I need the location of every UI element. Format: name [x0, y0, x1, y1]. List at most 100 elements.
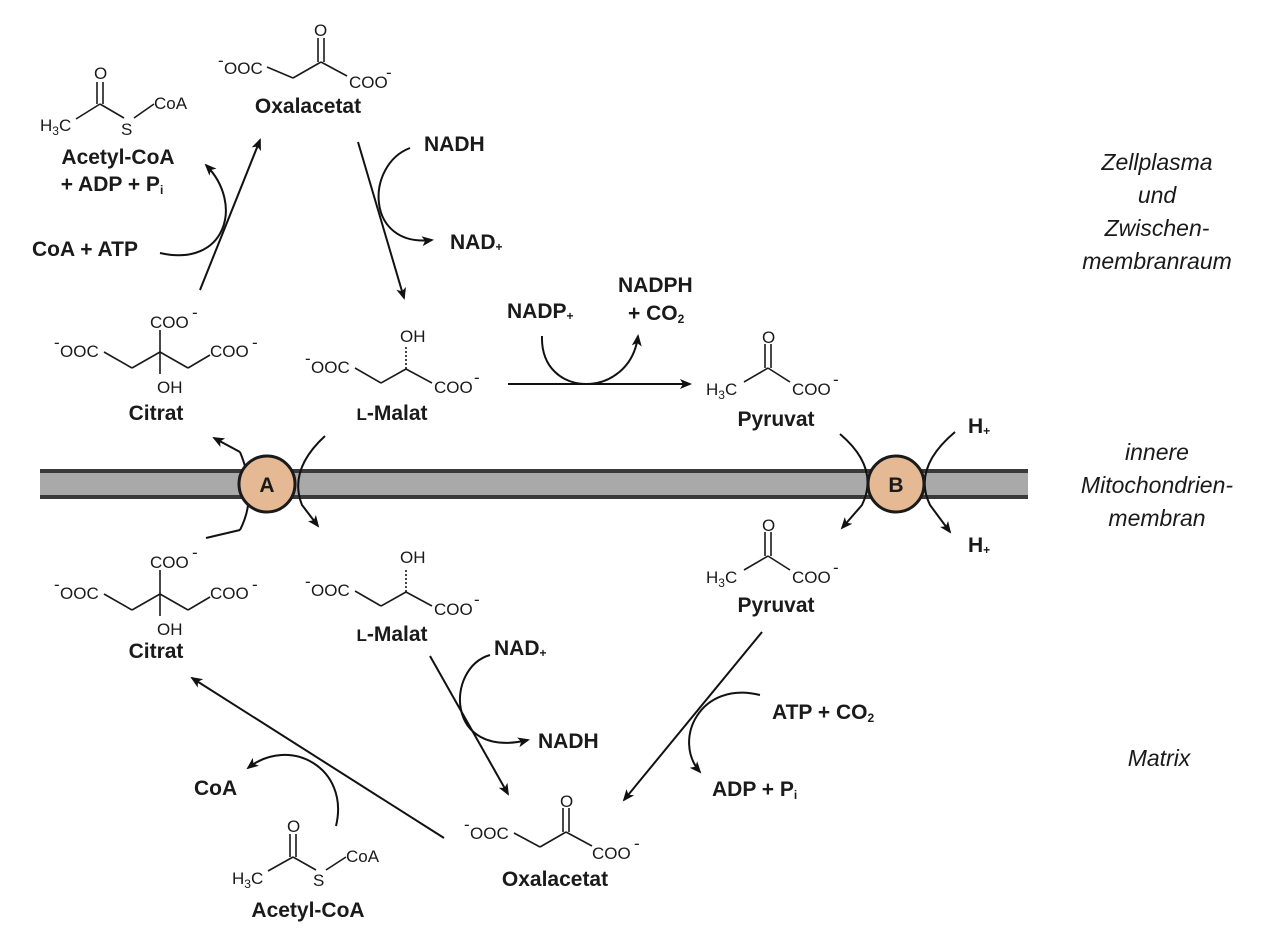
- pyr-mat-o: O: [762, 516, 775, 535]
- acetyl-cyto-s: S: [121, 120, 132, 139]
- pyr-mat-minus: -: [833, 558, 839, 577]
- pyr-mat-h3c: H3C: [706, 568, 737, 590]
- malat-matrix-label: L-Malat: [356, 623, 427, 646]
- citrat-cyto-label: Citrat: [129, 402, 184, 425]
- nadph-label: NADPH: [618, 274, 693, 297]
- nadh-matrix-label: NADH: [538, 730, 599, 753]
- mal-mat-ooc: OOC: [311, 581, 350, 600]
- cit-cyto-minus-right: -: [252, 333, 258, 352]
- region-membrane-line2: Mitochondrien-: [1081, 472, 1233, 498]
- transporter-b-label: B: [888, 474, 903, 497]
- citrat-cyto-structure: - OOC COO - OH COO -: [54, 303, 258, 397]
- mal-mat-coo: COO: [434, 600, 473, 619]
- transporter-a-label: A: [259, 474, 274, 497]
- region-membrane-line1: innere: [1125, 439, 1189, 465]
- arrow-nad-side-matrix: [459, 654, 530, 748]
- cit-mat-oh: OH: [157, 620, 183, 639]
- acetyl-mat-h3c: H3C: [232, 869, 263, 891]
- malat-matrix-structure: - OOC OH COO -: [305, 548, 480, 619]
- mal-mat-minus2: -: [474, 590, 480, 609]
- arrow-atp-co2-side: [688, 691, 761, 774]
- acetyl-mat-s: S: [313, 871, 324, 890]
- transporter-a: A: [205, 435, 326, 539]
- co2-cyto-label: + CO2: [628, 302, 685, 326]
- pyruvat-cyto-structure: H3C O COO -: [706, 328, 839, 402]
- oxa-mat-o: O: [560, 792, 573, 811]
- mal-mat-oh: OH: [400, 548, 426, 567]
- oxa-cyto-minus: -: [218, 51, 224, 70]
- oxa-mat-minus2: -: [634, 834, 640, 853]
- region-cytoplasm-line4: membranraum: [1082, 248, 1232, 274]
- inner-mitochondrial-membrane: [40, 469, 1028, 499]
- region-membrane-line3: membran: [1108, 505, 1205, 531]
- cit-cyto-coo-right: COO: [210, 342, 249, 361]
- mal-cyto-oh: OH: [400, 327, 426, 346]
- coa-matrix-label: CoA: [194, 777, 237, 800]
- cit-mat-minus: -: [54, 575, 60, 594]
- cit-cyto-ooc: OOC: [60, 342, 99, 361]
- pyr-cyto-minus: -: [833, 370, 839, 389]
- cit-cyto-oh: OH: [157, 378, 183, 397]
- citrat-matrix-structure: - OOC COO - OH COO -: [54, 543, 258, 639]
- transporter-b: B: [839, 431, 956, 534]
- oxa-cyto-ooc: OOC: [224, 59, 263, 78]
- nad-matrix-label: NAD+: [494, 637, 547, 660]
- citrat-matrix-label: Citrat: [129, 640, 184, 663]
- region-cytoplasm-line1: Zellplasma: [1100, 149, 1212, 175]
- arrow-oxalacetat-to-malat-cyto: [357, 141, 406, 300]
- pyruvat-cyto-label: Pyruvat: [737, 408, 814, 431]
- oxalacetat-matrix-label: Oxalacetat: [502, 868, 608, 891]
- coa-atp-label: CoA + ATP: [32, 238, 138, 261]
- oxa-mat-coo: COO: [592, 844, 631, 863]
- oxalacetat-cyto-structure: - OOC O COO -: [218, 21, 392, 92]
- nadp-label: NADP+: [507, 300, 574, 323]
- mal-cyto-ooc: OOC: [311, 358, 350, 377]
- arrow-nadp-side: [540, 334, 642, 385]
- oxa-cyto-minus2: -: [386, 63, 392, 82]
- region-cytoplasm-line2: und: [1138, 182, 1178, 208]
- pyruvat-matrix-structure: H3C O COO -: [706, 516, 839, 590]
- proton-out-label: H+: [968, 415, 990, 438]
- acetyl-coa-extra-label: + ADP + Pi: [61, 173, 164, 197]
- acetyl-coa-cyto-structure: H3C O S CoA: [40, 64, 188, 139]
- pyr-cyto-coo: COO: [792, 380, 831, 399]
- mal-mat-minus: -: [305, 572, 311, 591]
- acetyl-coa-cyto-label: Acetyl-CoA: [61, 146, 174, 169]
- proton-in-label: H+: [968, 534, 990, 557]
- arrow-coa-atp-side: [159, 163, 227, 257]
- pyr-cyto-o: O: [762, 328, 775, 347]
- cit-mat-ooc: OOC: [60, 584, 99, 603]
- nadh-cyto-label: NADH: [424, 133, 485, 156]
- oxalacetat-matrix-structure: - OOC O COO -: [464, 792, 640, 863]
- region-matrix: Matrix: [1128, 745, 1192, 771]
- region-cytoplasm-line3: Zwischen-: [1104, 215, 1210, 241]
- acetyl-cyto-coa: CoA: [154, 94, 188, 113]
- acetyl-mat-coa: CoA: [346, 847, 380, 866]
- malat-cyto-label: L-Malat: [356, 402, 427, 425]
- mal-cyto-minus: -: [305, 349, 311, 368]
- mal-cyto-minus2: -: [474, 368, 480, 387]
- pyruvat-matrix-label: Pyruvat: [737, 594, 814, 617]
- cit-cyto-minus: -: [54, 333, 60, 352]
- arrow-pyruvat-to-oxalacetat: [622, 631, 763, 802]
- cit-mat-coo-right: COO: [210, 584, 249, 603]
- oxa-cyto-o: O: [314, 21, 327, 40]
- cit-mat-minus-right: -: [252, 575, 258, 594]
- malat-cyto-structure: - OOC OH COO -: [305, 327, 480, 397]
- arrow-nadh-side-cyto: [377, 147, 434, 247]
- pyr-mat-coo: COO: [792, 568, 831, 587]
- arrow-acetylcoa-side: [246, 753, 339, 827]
- oxa-mat-minus: -: [464, 815, 470, 834]
- pyr-cyto-h3c: H3C: [706, 380, 737, 402]
- mal-cyto-coo: COO: [434, 378, 473, 397]
- arrow-citrat-to-oxalacetat: [199, 138, 261, 291]
- cit-mat-coo-top: COO: [150, 553, 189, 572]
- atp-co2-label: ATP + CO2: [772, 701, 875, 725]
- nad-cyto-label: NAD+: [450, 231, 503, 254]
- acetyl-mat-o: O: [287, 817, 300, 836]
- oxa-mat-ooc: OOC: [470, 824, 509, 843]
- acetyl-coa-matrix-structure: H3C O S CoA: [232, 817, 380, 891]
- acetyl-cyto-h3c: H3C: [40, 116, 71, 138]
